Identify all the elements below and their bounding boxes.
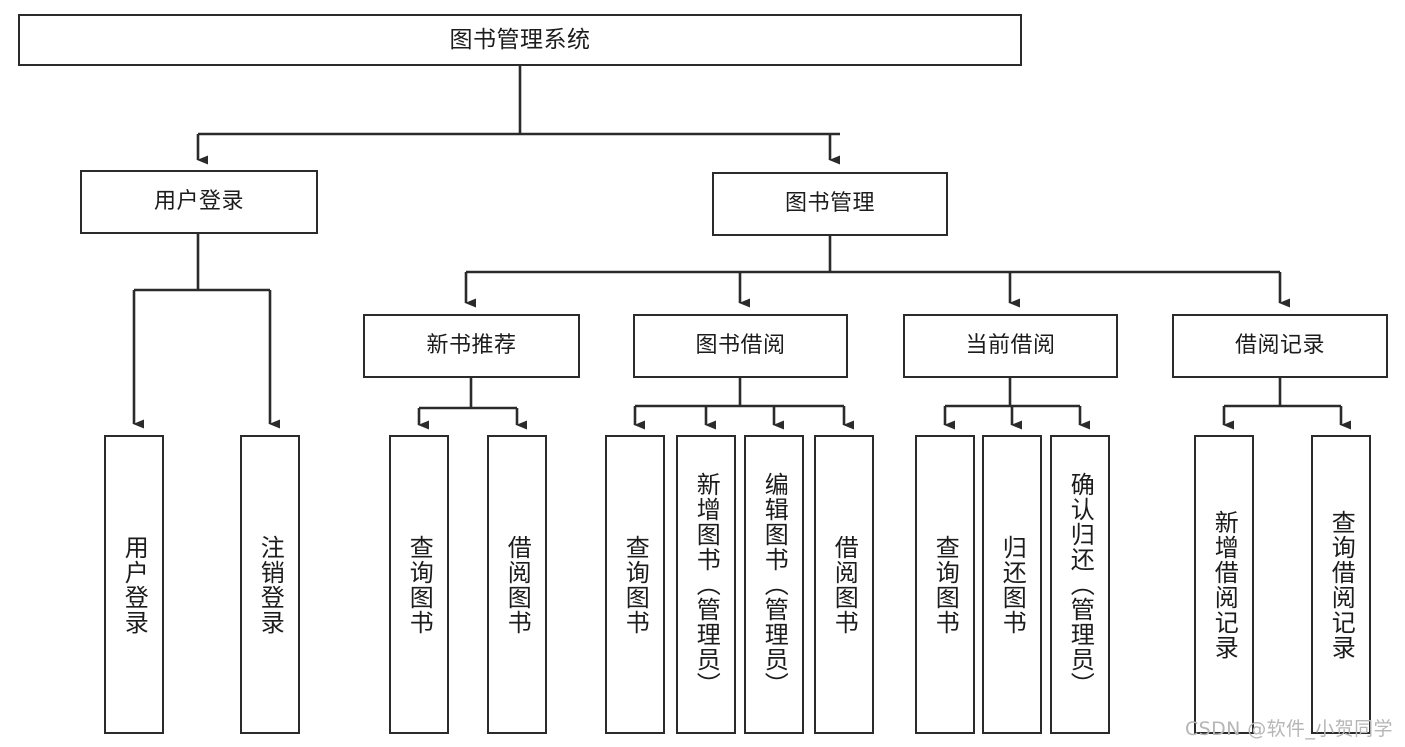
node-new-book-recommend[interactable]: 新书推荐 — [363, 314, 580, 378]
node-label: 注销登录 — [256, 534, 285, 635]
leaf-add-borrow-record[interactable]: 新增借阅记录 — [1194, 435, 1254, 734]
node-label: 查询借阅记录 — [1327, 509, 1356, 660]
node-label: 编辑图书（管理员） — [760, 472, 789, 697]
node-label: 借阅记录 — [1234, 333, 1325, 359]
node-label: 查询图书 — [621, 534, 650, 635]
node-label: 查询图书 — [405, 534, 434, 635]
leaf-borrow-book-1[interactable]: 借阅图书 — [487, 435, 547, 734]
node-label: 归还图书 — [998, 534, 1027, 635]
node-label: 借阅图书 — [503, 534, 532, 635]
node-label: 确认归还（管理员） — [1066, 472, 1095, 697]
node-label: 用户登录 — [153, 189, 244, 215]
node-label: 用户登录 — [120, 534, 149, 635]
leaf-query-borrow-record[interactable]: 查询借阅记录 — [1311, 435, 1371, 734]
node-user-login[interactable]: 用户登录 — [80, 170, 318, 234]
node-root-system[interactable]: 图书管理系统 — [18, 14, 1022, 66]
leaf-borrow-book-2[interactable]: 借阅图书 — [814, 435, 874, 734]
leaf-logout-login[interactable]: 注销登录 — [240, 435, 300, 734]
node-label: 当前借阅 — [965, 333, 1056, 359]
node-label: 借阅图书 — [830, 534, 859, 635]
leaf-query-book-3[interactable]: 查询图书 — [915, 435, 975, 734]
leaf-add-book[interactable]: 新增图书（管理员） — [676, 435, 736, 734]
leaf-edit-book[interactable]: 编辑图书（管理员） — [744, 435, 804, 734]
node-book-borrow[interactable]: 图书借阅 — [633, 314, 848, 378]
leaf-confirm-return[interactable]: 确认归还（管理员） — [1050, 435, 1110, 734]
node-label: 新增借阅记录 — [1210, 509, 1239, 660]
node-label: 图书管理 — [784, 191, 875, 217]
node-book-management[interactable]: 图书管理 — [712, 172, 948, 236]
leaf-query-book-1[interactable]: 查询图书 — [389, 435, 449, 734]
watermark-text: CSDN @软件_小贺同学 — [1185, 718, 1393, 740]
leaf-user-login[interactable]: 用户登录 — [104, 435, 164, 734]
node-label: 新书推荐 — [426, 333, 517, 359]
leaf-return-book[interactable]: 归还图书 — [982, 435, 1042, 734]
node-borrow-record[interactable]: 借阅记录 — [1172, 314, 1388, 378]
node-label: 新增图书（管理员） — [692, 472, 721, 697]
node-current-borrow[interactable]: 当前借阅 — [903, 314, 1118, 378]
node-label: 图书借阅 — [695, 333, 786, 359]
node-label: 查询图书 — [931, 534, 960, 635]
leaf-query-book-2[interactable]: 查询图书 — [605, 435, 665, 734]
node-label: 图书管理系统 — [449, 26, 591, 53]
